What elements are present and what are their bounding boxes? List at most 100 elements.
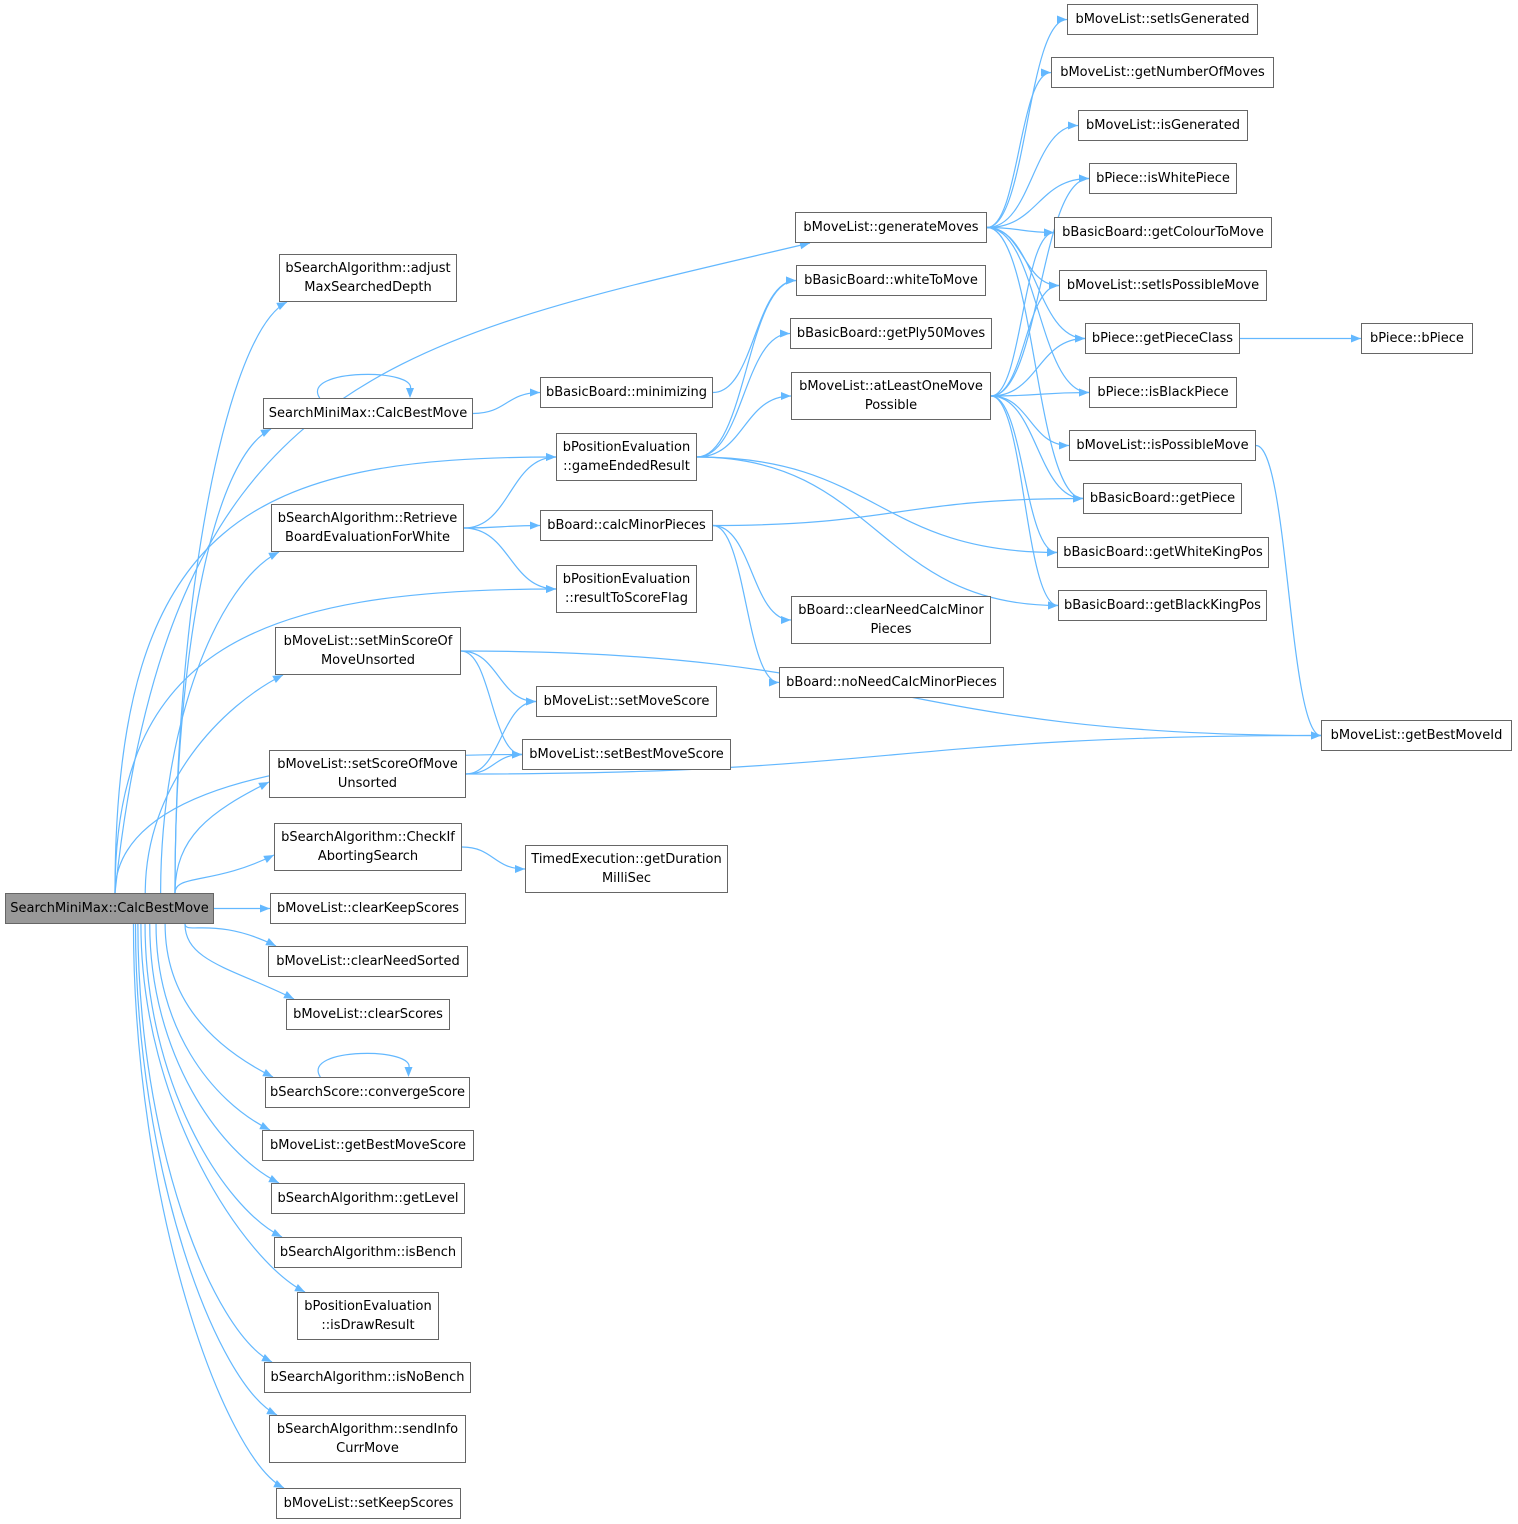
edge-retrieve-resultToScore: [463, 527, 557, 590]
edge-setMinScore-setMoveScore: [460, 650, 537, 703]
node-is-bench[interactable]: bSearchAlgorithm::isBench: [274, 1237, 462, 1268]
edge-root-isNoBench-arrowhead: [261, 1353, 272, 1362]
node-clear-keep[interactable]: bMoveList::clearKeepScores: [270, 893, 466, 924]
node-set-is-generated[interactable]: bMoveList::setIsGenerated: [1067, 4, 1258, 35]
edge-checkIf-getDuration-arrowhead: [515, 865, 525, 873]
node-get-level[interactable]: bSearchAlgorithm::getLevel: [271, 1183, 465, 1214]
node-set-score-of[interactable]: bMoveList::setScoreOfMove Unsorted: [269, 750, 466, 798]
edge-root-clearKeep-arrowhead: [260, 904, 270, 913]
edge-retrieve-resultToScore-arrowhead: [546, 585, 556, 593]
node-get-piece[interactable]: bBasicBoard::getPiece: [1083, 483, 1242, 514]
node-converge[interactable]: bSearchScore::convergeScore: [265, 1077, 470, 1108]
edge-root-converge-arrowhead: [262, 1068, 273, 1077]
node-is-draw[interactable]: bPositionEvaluation ::isDrawResult: [297, 1292, 439, 1340]
edge-root-isDraw: [140, 923, 306, 1293]
node-minimizing[interactable]: bBasicBoard::minimizing: [540, 377, 713, 408]
edge-root-cbm2: [174, 428, 272, 894]
node-retrieve[interactable]: bSearchAlgorithm::Retrieve BoardEvaluati…: [271, 504, 464, 552]
edge-setMinScore-setBestMoveScore: [460, 650, 523, 756]
edge-gameEnded-getPly50: [696, 332, 791, 458]
edge-calcMinor-clearNeedCalc-arrowhead: [781, 616, 791, 624]
edge-retrieve-gameEnded: [463, 456, 557, 529]
node-at-least-one[interactable]: bMoveList::atLeastOneMove Possible: [791, 372, 991, 420]
node-is-possible-move[interactable]: bMoveList::isPossibleMove: [1069, 430, 1256, 461]
node-send-info[interactable]: bSearchAlgorithm::sendInfo CurrMove: [269, 1415, 466, 1463]
edge-calcMinor-noNeedCalc-arrowhead: [769, 678, 779, 687]
edge-root-sendInfo-arrowhead: [266, 1406, 277, 1415]
node-game-ended[interactable]: bPositionEvaluation ::gameEndedResult: [556, 433, 697, 481]
edge-root-getBestMoveScore: [155, 923, 271, 1131]
node-white-to-move[interactable]: bBasicBoard::whiteToMove: [796, 265, 986, 296]
edge-root-cbm2-arrowhead: [260, 429, 271, 438]
edge-root-adjust-arrowhead: [276, 302, 287, 311]
node-cbm2[interactable]: SearchMiniMax::CalcBestMove: [263, 398, 473, 429]
edge-generateMoves-setIsGenerated: [986, 18, 1068, 229]
node-get-best-move-id[interactable]: bMoveList::getBestMoveId: [1321, 720, 1512, 751]
node-is-generated[interactable]: bMoveList::isGenerated: [1078, 110, 1248, 141]
edge-root-setKeep: [132, 923, 285, 1489]
edge-root-setMinScore-arrowhead: [272, 675, 283, 684]
edge-atLeastOne-getWhiteKingPos-arrowhead: [1047, 548, 1057, 557]
node-root[interactable]: SearchMiniMax::CalcBestMove: [5, 893, 214, 924]
edge-calcMinor-getPiece: [712, 497, 1084, 527]
node-clear-need[interactable]: bMoveList::clearNeedSorted: [268, 946, 468, 977]
node-get-white-king-pos[interactable]: bBasicBoard::getWhiteKingPos: [1057, 537, 1269, 568]
node-get-duration[interactable]: TimedExecution::getDuration MilliSec: [525, 845, 728, 893]
node-get-piece-class[interactable]: bPiece::getPieceClass: [1085, 323, 1240, 354]
edge-retrieve-gameEnded-arrowhead: [546, 453, 556, 461]
edge-root-clearNeed: [184, 923, 277, 947]
edge-root-converge: [164, 923, 274, 1078]
edge-gameEnded-getWhiteKingPos: [696, 456, 1058, 554]
edge-retrieve-calcMinor-arrowhead: [530, 521, 540, 530]
edge-atLeastOne-getPieceClass: [990, 337, 1086, 397]
edge-converge-converge-arrowhead: [404, 1067, 413, 1077]
edge-root-setKeep-arrowhead: [273, 1479, 284, 1488]
node-set-min-score[interactable]: bMoveList::setMinScoreOf MoveUnsorted: [275, 627, 461, 675]
node-clear-need-calc[interactable]: bBoard::clearNeedCalcMinor Pieces: [791, 596, 991, 644]
edge-atLeastOne-setIsPossibleMove-arrowhead: [1049, 281, 1059, 290]
edge-generateMoves-isGenerated: [986, 124, 1079, 229]
edge-root-retrieve-arrowhead: [268, 552, 279, 561]
edge-converge-converge: [317, 1052, 410, 1078]
edge-cbm2-minimizing: [472, 391, 541, 415]
node-set-is-possible-move[interactable]: bMoveList::setIsPossibleMove: [1059, 270, 1267, 301]
node-is-white-piece[interactable]: bPiece::isWhitePiece: [1089, 163, 1237, 194]
node-b-piece[interactable]: bPiece::bPiece: [1361, 323, 1473, 354]
edge-gameEnded-atLeastOne-arrowhead: [781, 392, 791, 400]
edge-setScoreOf-setMoveScore-arrowhead: [526, 697, 536, 706]
edge-root-resultToScore: [114, 588, 557, 894]
edge-root-setMinScore: [144, 674, 284, 894]
node-get-number-of-moves[interactable]: bMoveList::getNumberOfMoves: [1051, 57, 1274, 88]
node-calc-minor[interactable]: bBoard::calcMinorPieces: [540, 510, 713, 541]
edge-root-sendInfo: [134, 923, 278, 1416]
node-get-colour-to-move[interactable]: bBasicBoard::getColourToMove: [1054, 217, 1272, 248]
node-no-need-calc[interactable]: bBoard::noNeedCalcMinorPieces: [779, 667, 1004, 698]
edge-atLeastOne-getPiece-arrowhead: [1073, 494, 1083, 503]
node-check-if[interactable]: bSearchAlgorithm::CheckIf AbortingSearch: [274, 823, 462, 871]
edge-root-checkIf-arrowhead: [263, 855, 274, 864]
node-adjust[interactable]: bSearchAlgorithm::adjust MaxSearchedDept…: [279, 254, 457, 302]
edge-root-isDraw-arrowhead: [294, 1283, 305, 1292]
node-is-black-piece[interactable]: bPiece::isBlackPiece: [1089, 377, 1237, 408]
edge-root-generateMoves-arrowhead: [799, 241, 810, 250]
edge-gameEnded-whiteToMove: [696, 279, 797, 458]
edge-root-setScoreOf-arrowhead: [258, 782, 269, 791]
edge-calcMinor-noNeedCalc: [712, 524, 780, 684]
node-get-black-king-pos[interactable]: bBasicBoard::getBlackKingPos: [1058, 590, 1267, 621]
node-is-no-bench[interactable]: bSearchAlgorithm::isNoBench: [264, 1362, 471, 1393]
node-result-to-score[interactable]: bPositionEvaluation ::resultToScoreFlag: [556, 565, 697, 613]
edge-atLeastOne-getWhiteKingPos: [990, 395, 1058, 554]
node-set-best-move-score[interactable]: bMoveList::setBestMoveScore: [522, 739, 731, 770]
node-set-move-score[interactable]: bMoveList::setMoveScore: [536, 686, 717, 717]
node-get-best-move-score[interactable]: bMoveList::getBestMoveScore: [262, 1130, 474, 1161]
edge-root-isBench-arrowhead: [271, 1228, 282, 1237]
edge-root-gameEnded: [114, 456, 557, 894]
edge-isPossibleMove-getBestMoveId: [1255, 444, 1322, 737]
node-set-keep[interactable]: bMoveList::setKeepScores: [276, 1488, 461, 1519]
edge-root-clearScores: [184, 923, 295, 1000]
edge-generateMoves-isWhitePiece: [986, 177, 1090, 229]
node-get-ply50[interactable]: bBasicBoard::getPly50Moves: [790, 318, 992, 349]
node-clear-scores[interactable]: bMoveList::clearScores: [286, 999, 450, 1030]
node-generate-moves[interactable]: bMoveList::generateMoves: [795, 212, 987, 243]
